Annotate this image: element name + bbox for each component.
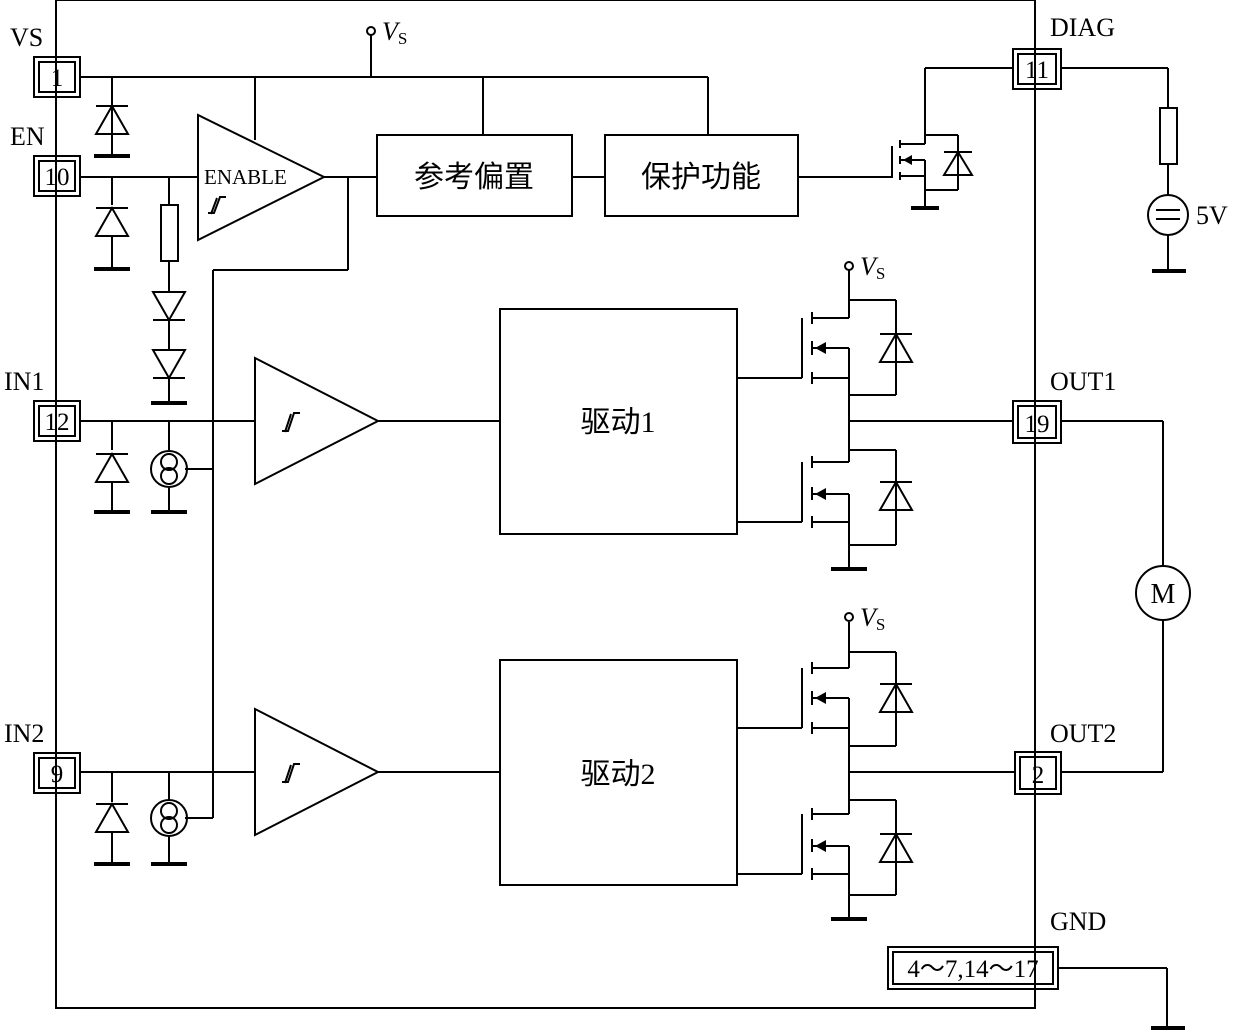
pin-out2-label: OUT2 [1050,719,1116,748]
protection-block [604,134,799,217]
pin-vs-label: VS [10,23,43,52]
pin-en-number: 10 [45,164,70,191]
motor-label: M [1151,579,1176,610]
pin-gnd-number: 4～7,14～17 [907,956,1038,983]
pin-out2-number: 2 [1032,762,1045,789]
pin-out1-box: 19 [1012,400,1062,444]
motor-wiring [1061,420,1164,773]
pin-out1-label: OUT1 [1050,367,1116,396]
bias-block-label: 参考偏置 [414,161,534,194]
vs-supply-top: VS [382,17,407,48]
en-series-diode-1-icon [151,291,187,350]
pin-diag-label: DIAG [1050,13,1115,42]
pin-diag-box: 11 [1012,48,1062,90]
pin-in1-number: 12 [45,409,70,436]
enable-label: ENABLE [204,165,287,189]
bridge2-low-side-mosfet-icon [737,799,914,921]
vs-wiring [80,26,709,140]
en-pulldown-resistor-icon [160,177,179,292]
svg-text:VS: VS [860,603,885,634]
diag-external-circuit [1061,67,1186,273]
in1-current-source-icon [150,450,188,488]
voltage-source-icon [1147,194,1189,236]
driver2-block [499,659,738,886]
diag-mosfet-icon [891,67,1013,210]
en-series-diode-2-icon [151,349,187,405]
pin-en-label: EN [10,122,45,151]
in2-current-source-icon [150,799,188,837]
driver2-label: 驱动2 [581,758,656,791]
pin-vs-number: 1 [51,65,64,92]
svg-text:VS: VS [860,252,885,283]
driver1-label: 驱动1 [581,406,656,439]
pin-in2-label: IN2 [4,719,44,748]
motor-icon [1135,565,1191,621]
pin-gnd-box: 4～7,14～17 [887,946,1059,990]
gnd-external-wiring [1058,967,1185,1030]
enable-output-wiring [185,176,377,819]
pin-en-box: 10 [33,155,81,197]
pin-vs-box: 1 [33,56,81,98]
pin-out2-box: 2 [1014,751,1062,795]
bridge2-high-side-mosfet-icon [737,622,914,800]
in1-schmitt-buffer-icon [254,356,500,486]
pin-out1-number: 19 [1025,411,1050,438]
driver1-block [499,308,738,535]
pin-in2-box: 9 [33,752,81,794]
pin-in2-number: 9 [51,761,64,788]
bridge1-low-side-mosfet-icon [737,449,914,571]
enable-comparator-icon [197,113,327,242]
protection-block-label: 保护功能 [641,161,761,194]
bridge1-vs-supply: VS [844,252,885,283]
pin-in1-label: IN1 [4,367,44,396]
en-wiring [80,176,198,271]
pin-in1-box: 12 [33,400,81,442]
bias-block [376,134,573,217]
in2-wiring [80,771,255,866]
vs-clamp-diode-icon [94,77,130,158]
pin-gnd-label: GND [1050,907,1106,936]
in1-wiring [80,420,255,514]
chip-outline [55,0,1036,1009]
bridge2-vs-supply: VS [844,603,885,634]
bridge1-high-side-mosfet-icon [737,270,914,450]
source-voltage-label: 5V [1196,201,1228,230]
in2-schmitt-buffer-icon [254,707,500,837]
pin-diag-number: 11 [1025,57,1049,84]
